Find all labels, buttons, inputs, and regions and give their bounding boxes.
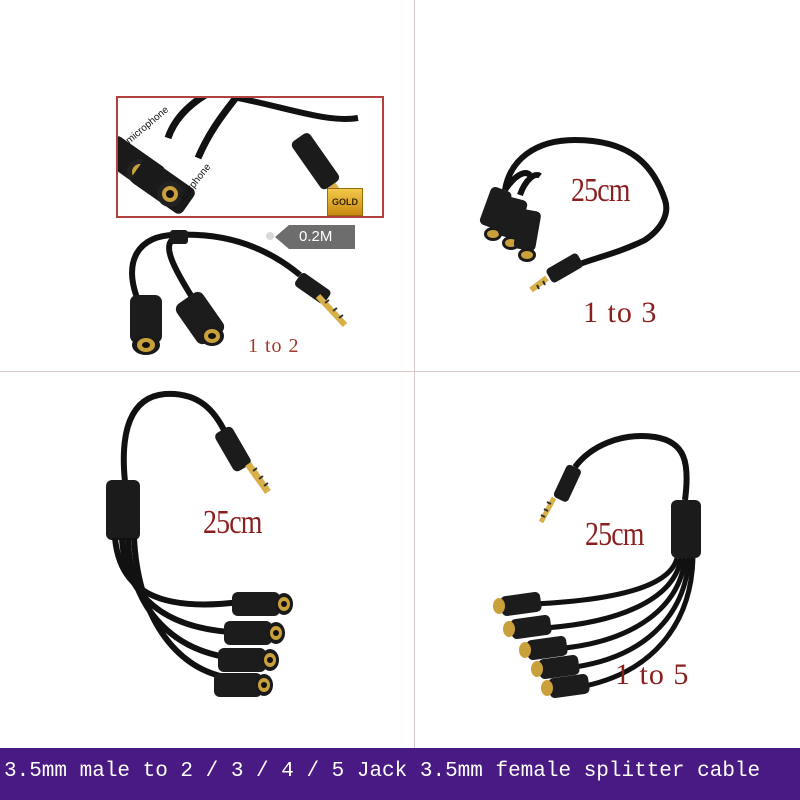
length-label-1-to-3: 25cm — [571, 172, 630, 209]
length-label-1-to-5: 25cm — [585, 516, 644, 553]
caption-banner: 3.5mm male to 2 / 3 / 4 / 5 Jack 3.5mm f… — [0, 748, 800, 800]
gold-badge: GOLD — [327, 188, 363, 216]
panel-one-to-three: 25cm 1 to 3 — [415, 0, 800, 371]
panel-one-to-four: 25cm — [0, 372, 414, 748]
ratio-label-1-to-3: 1 to 3 — [583, 296, 658, 329]
length-badge: 0.2M — [275, 225, 355, 249]
ratio-label-1-to-5: 1 to 5 — [615, 658, 690, 691]
panel-divider-vertical — [414, 0, 415, 748]
splitter-1-to-3-photo — [479, 136, 670, 293]
panel-one-to-two: microphone Earphone GOLD 0.2M — [0, 0, 414, 371]
panel-divider-horizontal — [0, 371, 800, 372]
ratio-label-1-to-2: 1 to 2 — [248, 335, 300, 357]
length-label-1-to-4: 25cm — [203, 504, 262, 541]
splitter-1-to-5-photo — [493, 433, 701, 699]
panel-one-to-five: 25cm 1 to 5 — [415, 372, 800, 748]
splitter-1-to-4-photo — [106, 390, 293, 697]
caption-text: 3.5mm male to 2 / 3 / 4 / 5 Jack 3.5mm f… — [4, 760, 761, 783]
length-badge-dot — [266, 232, 274, 240]
